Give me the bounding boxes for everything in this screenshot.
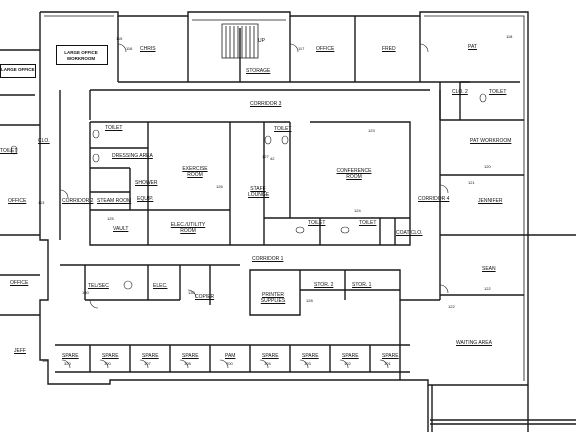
room-stor-1: STOR. 1 xyxy=(352,282,372,288)
num-spare-1: 320 xyxy=(64,361,71,366)
room-elec-utility: ELEC./UTILITY ROOM xyxy=(170,222,206,234)
room-exercise: EXERCISE ROOM xyxy=(182,166,208,178)
room-shower: SHOWER xyxy=(135,180,158,186)
large-office-workroom-box xyxy=(56,45,108,65)
num-chris: 116 xyxy=(126,46,133,51)
central-block xyxy=(89,121,411,246)
room-spare-4: SPARE xyxy=(182,353,199,359)
room-clo-2: CLO. 2 xyxy=(452,89,468,95)
room-tel-sec: TEL/SEC xyxy=(88,283,109,289)
toilet-fixtures xyxy=(10,93,487,290)
large-office-box xyxy=(0,64,36,78)
room-copier: COPIER xyxy=(195,294,215,300)
room-equip: EQUIP. xyxy=(137,196,154,202)
corridor-3: CORRIDOR 3 xyxy=(250,101,282,107)
room-toilet-c1: TOILET xyxy=(308,220,326,226)
room-clo-left: CLO. xyxy=(38,138,50,144)
num-spare-7: 102 xyxy=(344,361,351,366)
num-conf-inner: 124 xyxy=(354,208,361,213)
outer-wall-inner xyxy=(44,15,525,381)
num-conference: 123 xyxy=(368,128,375,133)
stair xyxy=(221,23,259,59)
room-sean: SEAN xyxy=(482,266,496,272)
room-spare-3: SPARE xyxy=(142,353,159,359)
right-wing xyxy=(399,82,524,380)
num-copier: 130 xyxy=(188,290,195,295)
room-toilet-left: TOILET xyxy=(0,148,18,154)
room-steam: STEAM ROOM xyxy=(97,198,132,204)
num-sean: 122 xyxy=(484,286,491,291)
num-exercise: 126 xyxy=(216,184,223,189)
num-office-left: 113 xyxy=(38,200,45,205)
spare-row xyxy=(55,344,410,373)
right-outer-step xyxy=(524,234,576,432)
room-toilet-tr: TOILET xyxy=(489,89,507,95)
num-pat-workroom: 120 xyxy=(484,164,491,169)
left-wing xyxy=(0,49,40,316)
room-vault: VAULT xyxy=(113,226,129,232)
room-office-top: OFFICE xyxy=(316,46,335,52)
num-staff-door: 42 xyxy=(270,156,275,161)
room-conference: CONFERENCE ROOM xyxy=(336,168,372,180)
room-dressing-area: DRESSING AREA xyxy=(112,153,153,159)
corridor-1-rooms xyxy=(60,264,401,316)
room-pam: PAM xyxy=(225,353,236,359)
room-jennifer: JENNIFER xyxy=(478,198,503,204)
num-pam: 700 xyxy=(226,361,233,366)
top-row-walls xyxy=(117,16,470,83)
room-spare-1: SPARE xyxy=(62,353,79,359)
room-pat-workroom: PAT WORKROOM xyxy=(470,138,512,144)
num-spare-3: 107 xyxy=(144,361,151,366)
room-pat: PAT xyxy=(468,44,477,50)
room-stor-2: STOR. 2 xyxy=(314,282,334,288)
room-office-left: OFFICE xyxy=(8,198,27,204)
room-chris: CHRIS xyxy=(140,46,156,52)
room-jeff: JEFF xyxy=(14,348,26,354)
num-jennifer: 121 xyxy=(468,180,475,185)
num-chris-door: 115 xyxy=(116,36,123,41)
num-spare-8: 101 xyxy=(384,361,391,366)
room-spare-6: SPARE xyxy=(302,353,319,359)
num-spare-4: 108 xyxy=(184,361,191,366)
room-toilet-c2: TOILET xyxy=(359,220,377,226)
num-stor: 128 xyxy=(306,298,313,303)
room-office-left2: OFFICE xyxy=(10,280,29,286)
door-swings xyxy=(59,43,449,369)
num-waiting: 122 xyxy=(448,304,455,309)
num-vault: 125 xyxy=(107,216,114,221)
num-office-top: 117 xyxy=(298,46,305,51)
room-coat-clo: COAT CLO. xyxy=(396,230,423,236)
room-spare-7: SPARE xyxy=(342,353,359,359)
room-large-office-workroom: LARGE OFFICE WORKROOM xyxy=(64,50,98,61)
room-storage: STORAGE xyxy=(246,68,271,74)
room-elec: ELEC. xyxy=(153,283,168,289)
room-printer-supplies: PRINTER SUPPLIES xyxy=(260,292,286,304)
room-spare-5: SPARE xyxy=(262,353,279,359)
num-jeff: 110 xyxy=(42,358,49,363)
room-spare-2: SPARE xyxy=(102,353,119,359)
exterior-steps xyxy=(427,385,576,432)
room-spare-8: SPARE xyxy=(382,353,399,359)
corridor-4: CORRIDOR 4 xyxy=(418,196,450,202)
num-spare-5: 104 xyxy=(264,361,271,366)
num-spare-6: 103 xyxy=(304,361,311,366)
num-staff: 127 xyxy=(262,154,269,159)
num-pat: 118 xyxy=(506,34,513,39)
num-spare-2: 100 xyxy=(104,361,111,366)
room-toilet-dressing: TOILET xyxy=(105,125,123,131)
room-fred: FRED xyxy=(382,46,396,52)
corridor-1: CORRIDOR 1 xyxy=(252,256,284,262)
corridor-2: CORRIDOR 2 xyxy=(62,198,94,204)
room-toilet-staff: TOILET xyxy=(274,126,292,132)
stair-up: UP xyxy=(258,38,265,44)
num-tel: 130 xyxy=(82,290,89,295)
room-waiting-area: WAITING AREA xyxy=(456,340,492,346)
room-large-office: LARGE OFFICE xyxy=(1,67,35,72)
room-staff-lounge: STAFF LOUNGE xyxy=(248,186,270,198)
